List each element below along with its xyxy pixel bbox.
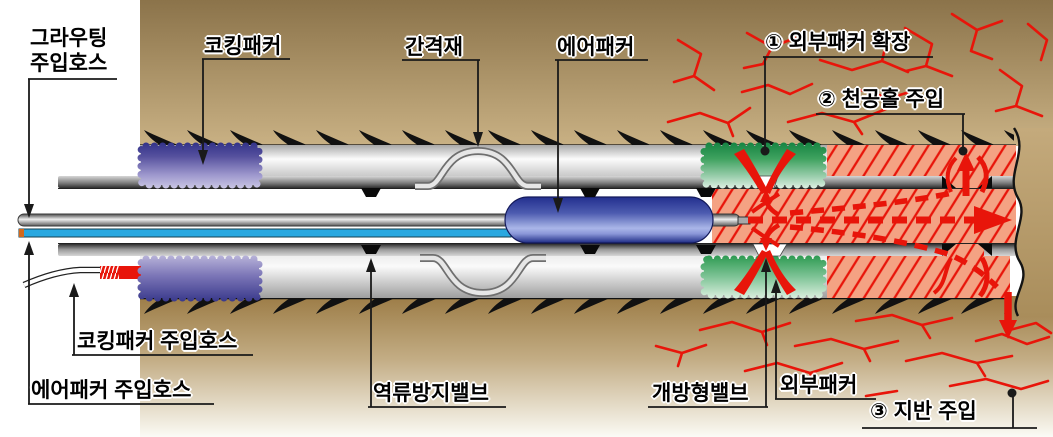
label-air-packer: 에어패커 xyxy=(557,36,635,59)
leader-arrowheads xyxy=(24,132,1017,398)
soil-bottom xyxy=(140,296,1053,437)
spacer-top xyxy=(415,146,541,190)
check-valves xyxy=(361,188,716,254)
spacer-bottom xyxy=(420,254,546,298)
flow-arrows xyxy=(734,149,1017,339)
label-grouting-hose: 그라우팅 주입호스 xyxy=(30,27,108,75)
label-open-valve: 개방형밸브 xyxy=(652,382,749,405)
leader-lines xyxy=(28,56,1037,429)
label-caulking-packer: 코킹패커 xyxy=(204,35,282,58)
soil-top xyxy=(140,0,1053,146)
fracture-lines xyxy=(654,12,1053,398)
label-step1-external-packer-expansion: ① 외부패커 확장 xyxy=(765,31,911,54)
label-spacer: 간격재 xyxy=(405,36,463,59)
air-packer-hose-line xyxy=(18,228,512,238)
borehole-wall-top xyxy=(140,129,1016,147)
label-check-valve: 역류방지밸브 xyxy=(373,382,489,405)
caulking-packer-top xyxy=(137,142,263,189)
borehole-wall-bottom xyxy=(140,296,1010,315)
external-packer-bottom xyxy=(700,255,827,299)
grout-zone-bottom-annulus xyxy=(827,256,1010,298)
air-hose-tip xyxy=(19,229,24,237)
label-caulking-packer-hose: 코킹패커 주입호스 xyxy=(77,330,238,353)
label-step2-borehole-injection: ② 천공홀 주입 xyxy=(818,88,945,111)
label-external-packer: 외부패커 xyxy=(780,374,858,397)
label-step3-ground-injection: ③ 지반 주입 xyxy=(870,400,977,423)
label-air-packer-hose: 에어패커 주입호스 xyxy=(31,379,192,402)
air-packer-body xyxy=(504,196,714,244)
break-edge-right xyxy=(1012,127,1053,317)
caulking-packer-bottom xyxy=(137,255,263,302)
